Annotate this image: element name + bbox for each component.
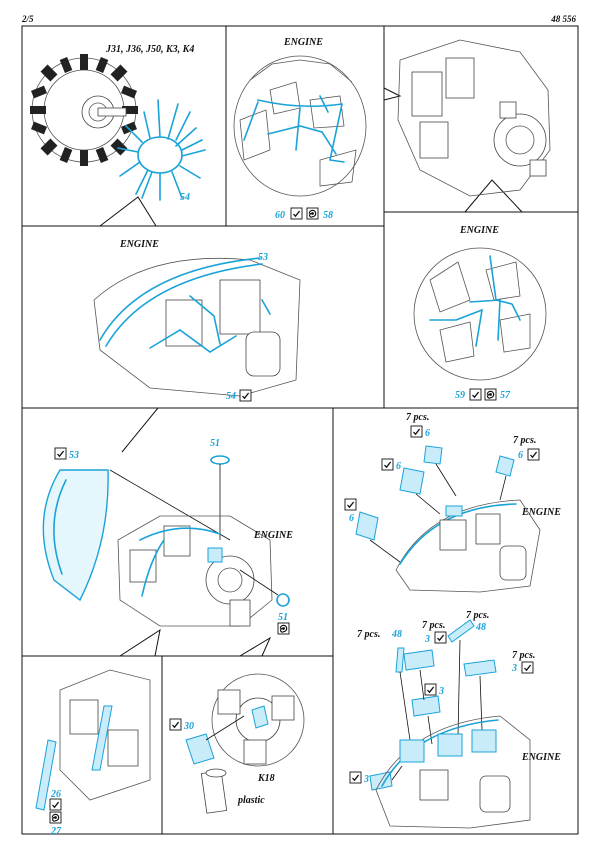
fold-checkmark-icon — [521, 661, 534, 674]
part-number-3: 3 — [363, 774, 369, 785]
panel-9: 30 K18 plastic — [169, 673, 305, 814]
part-number-6: 6 — [518, 450, 523, 461]
engine-title: ENGINE — [119, 239, 159, 250]
engine-title: ENGINE — [521, 752, 561, 763]
part-number-51-bottom: 51 — [278, 612, 288, 623]
part-number-3: 3 — [424, 634, 430, 645]
part-number-6: 6 — [349, 513, 354, 524]
leader-lines — [369, 463, 507, 563]
part-number-53: 53 — [69, 450, 79, 461]
wiring-part — [243, 95, 345, 163]
part-number-3: 3 — [438, 686, 444, 697]
quantity-label: 7 pcs. — [406, 412, 429, 423]
fold-checkmark-icon — [344, 498, 357, 511]
panel-6: 53 51 ENGINE 51 — [42, 438, 293, 635]
engine-front-drawing — [30, 54, 138, 166]
part-number-48: 48 — [391, 629, 402, 640]
clip-parts — [369, 619, 497, 791]
fold-checkmark-icon — [239, 389, 252, 402]
page-number: 2/5 — [22, 14, 34, 24]
engine-title: ENGINE — [253, 530, 293, 541]
part-number-27: 27 — [50, 826, 62, 837]
quantity-label: 7 pcs. — [466, 610, 489, 621]
part-number-53: 53 — [258, 252, 268, 263]
bracket-parts — [355, 445, 515, 541]
fold-checkmark-icon — [527, 448, 540, 461]
panel-7: 7 pcs. 6 7 pcs. 6 6 6 ENGINE — [344, 412, 561, 593]
part-number-51-top: 51 — [210, 438, 220, 449]
fold-checkmark-icon — [290, 207, 303, 220]
engine-closeup-drawing — [93, 257, 301, 397]
part-number-54: 54 — [180, 192, 190, 203]
fold-checkmark-icon — [49, 798, 62, 811]
part-number-57: 57 — [500, 390, 511, 401]
part-number-60: 60 — [275, 210, 285, 221]
engine-rear-drawing — [211, 673, 305, 767]
variant-label: J31, J36, J50, K3, K4 — [105, 44, 194, 55]
engine-closeup-drawing — [413, 247, 547, 381]
engine-title: ENGINE — [459, 225, 499, 236]
engine-closeup-drawing — [59, 669, 151, 801]
bracket-part — [185, 733, 215, 765]
plastic-cylinder-part — [200, 768, 228, 814]
part-number-3: 3 — [511, 663, 517, 674]
part-number-30: 30 — [183, 721, 194, 732]
part-number-48: 48 — [475, 622, 486, 633]
fold-checkmark-icon — [434, 631, 447, 644]
material-note: plastic — [237, 795, 265, 806]
part-number-58: 58 — [323, 210, 333, 221]
part-number-26: 26 — [50, 789, 61, 800]
leader-lines — [391, 639, 483, 781]
engine-closeup-drawing — [395, 499, 541, 593]
panel-3 — [397, 39, 551, 197]
quantity-label: 7 pcs. — [512, 650, 535, 661]
panel-2: ENGINE 60 58 — [233, 37, 367, 221]
panel-10: 7 pcs. 48 7 pcs. 3 7 pcs. 48 7 pcs. 3 3 … — [349, 610, 561, 829]
part-number-54: 54 — [226, 391, 236, 402]
panel-1: J31, J36, J50, K3, K4 54 — [30, 44, 206, 203]
engine-closeup-drawing — [375, 715, 531, 829]
engine-assembly-drawing — [117, 515, 273, 627]
bend-spiral-icon — [306, 207, 319, 220]
part-number-6: 6 — [425, 428, 430, 439]
panel-5: ENGINE 59 57 — [413, 225, 547, 401]
fold-checkmark-icon — [381, 458, 394, 471]
variant-label: K18 — [257, 773, 275, 784]
quantity-label: 7 pcs. — [513, 435, 536, 446]
engine-title: ENGINE — [521, 507, 561, 518]
fold-checkmark-icon — [410, 425, 423, 438]
engine-side-drawing — [397, 39, 551, 197]
bend-spiral-icon — [277, 622, 290, 635]
quantity-label: 7 pcs. — [422, 620, 445, 631]
engine-closeup-drawing — [233, 55, 367, 197]
fold-checkmark-icon — [424, 683, 437, 696]
bend-spiral-icon — [484, 388, 497, 401]
ignition-harness-part — [117, 99, 206, 201]
bend-spiral-icon — [49, 811, 62, 824]
quantity-label: 7 pcs. — [357, 629, 380, 640]
part-number-59: 59 — [455, 390, 465, 401]
fold-checkmark-icon — [469, 388, 482, 401]
fold-checkmark-icon — [54, 447, 67, 460]
fold-checkmark-icon — [349, 771, 362, 784]
cowl-ring-part — [42, 469, 109, 602]
trim-strip-part — [35, 705, 113, 811]
panel-frames — [21, 25, 579, 835]
engine-title: ENGINE — [283, 37, 323, 48]
wiring-part — [429, 255, 521, 347]
kit-code: 48 556 — [551, 14, 576, 24]
panel-8: 26 27 — [35, 669, 151, 837]
panel-4: ENGINE 53 54 — [93, 239, 301, 402]
part-number-6: 6 — [396, 461, 401, 472]
harness-ring-part — [99, 257, 271, 353]
fold-checkmark-icon — [169, 718, 182, 731]
